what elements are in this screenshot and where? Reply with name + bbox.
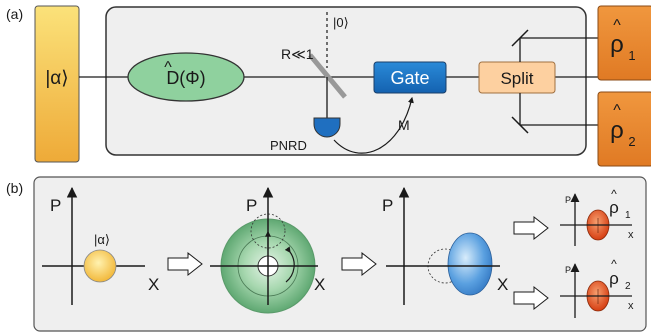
split-arrow-top — [513, 215, 549, 241]
process-arrow-2 — [341, 251, 377, 277]
small-p-label-2: P — [565, 265, 571, 275]
setup-box — [105, 6, 587, 156]
rho1-subscript: 1 — [625, 210, 631, 221]
rho2-hat: ^ — [611, 257, 617, 271]
feedforward-arrow — [333, 96, 414, 154]
phase-plot-1: P X |α⟩ — [42, 186, 159, 305]
plot1-x-label: X — [148, 275, 159, 294]
panel-b-tag: (b) — [6, 180, 23, 196]
input-state-block: |α⟩ — [34, 5, 80, 163]
detector-label: PNRD — [270, 138, 307, 153]
beamsplitter-label: R≪1 — [281, 46, 314, 62]
output-plot-1: P x ^ ρ 1 — [560, 187, 634, 246]
displacement-label: D(Φ) — [166, 68, 205, 88]
output-1-block: ^ ρ 1 — [597, 5, 651, 81]
output-plot-2: P x ^ ρ 2 — [560, 257, 634, 318]
output-2-label: ρ — [610, 117, 624, 144]
small-p-label-1: P — [565, 195, 571, 205]
input-state-label: |α⟩ — [45, 68, 68, 89]
plot2-p-label: P — [246, 196, 257, 215]
squeezed-state-blob — [447, 232, 493, 296]
split-block: Split — [478, 61, 556, 94]
mirror-top — [511, 29, 529, 47]
rho1-label: ρ — [609, 198, 619, 217]
output-2-block: ^ ρ 2 — [597, 91, 651, 167]
small-x-label-2: x — [628, 300, 634, 312]
small-x-label-1: x — [628, 229, 634, 241]
gate-label: Gate — [390, 68, 429, 88]
coherent-state-blob — [83, 249, 117, 283]
plot3-x-label: X — [497, 275, 508, 294]
phase-space-panel — [33, 176, 647, 332]
output-2-hat: ^ — [613, 102, 621, 119]
rho2-subscript: 2 — [625, 281, 631, 292]
mirror-bottom — [511, 116, 529, 134]
rho2-label: ρ — [609, 269, 619, 288]
coherent-state-label: |α⟩ — [94, 232, 110, 247]
rho1-hat: ^ — [611, 187, 617, 201]
plot2-x-label: X — [314, 275, 325, 294]
split-label: Split — [500, 69, 533, 88]
detector-icon — [313, 117, 341, 138]
output-2-subscript: 2 — [628, 134, 635, 149]
output-1-subscript: 1 — [628, 48, 635, 63]
split-arrow-bottom — [513, 285, 549, 311]
displacement-hat: ^ — [164, 59, 172, 76]
gate-block: Gate — [373, 61, 447, 94]
process-arrow-1 — [167, 251, 203, 277]
phase-plot-3: P X — [382, 186, 508, 305]
plot1-p-label: P — [50, 196, 61, 215]
beamsplitter — [308, 53, 347, 99]
vacuum-label: |0⟩ — [333, 15, 349, 30]
output-1-label: ρ — [610, 31, 624, 58]
displacement-block: ^ D(Φ) — [127, 52, 245, 102]
output-1-hat: ^ — [613, 17, 621, 34]
panel-a-tag: (a) — [6, 6, 23, 22]
measurement-label: M — [398, 117, 410, 133]
plot3-p-label: P — [382, 196, 393, 215]
phase-plot-2: P X — [210, 186, 325, 314]
